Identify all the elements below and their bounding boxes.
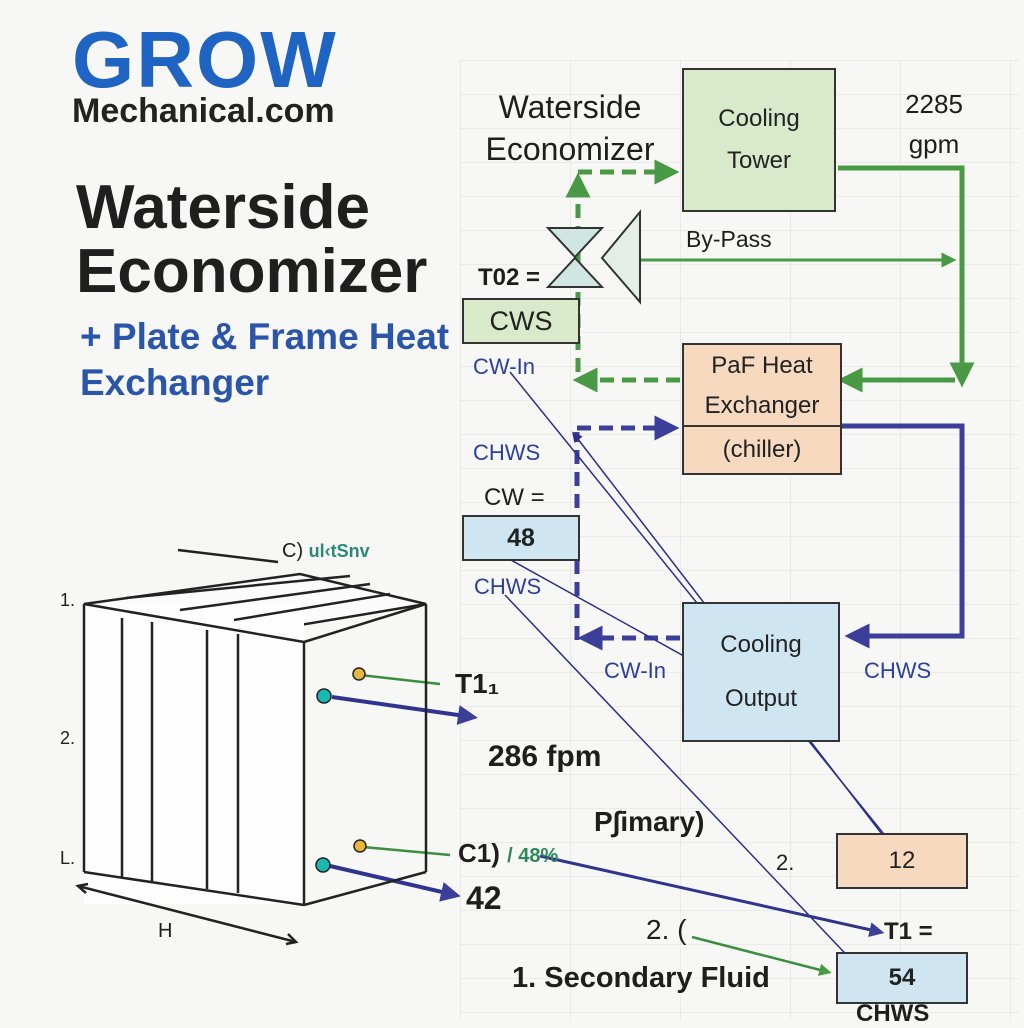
cw-label: CW = (484, 484, 545, 511)
cw-in-bottom-label: CW-In (604, 658, 666, 683)
chiller-box[interactable]: (chiller) (682, 425, 842, 475)
pointer-chws-to-54 (504, 594, 881, 991)
cooling-tower-box[interactable]: Cooling Tower (682, 68, 836, 212)
cooling-output-label-2: Output (724, 685, 798, 712)
port-dot-bottom-teal (315, 857, 331, 873)
cooling-tower-label: Cooling Tower (718, 105, 800, 174)
connector-48-to-t1 (539, 854, 885, 938)
number-2-label: 2. (776, 850, 795, 875)
t1-label: T1 = (884, 918, 933, 945)
hx-label-2: Exchanger (704, 392, 820, 419)
value-42-label: 42 (466, 880, 502, 916)
port-dot-top-teal (316, 688, 332, 704)
c1-label: C1) / 48% (458, 838, 558, 869)
hx-dimension-h: H (158, 920, 173, 942)
hx-left-label-1: 1. (60, 590, 76, 610)
bypass-label: By-Pass (686, 226, 772, 252)
value-12: 12 (888, 847, 916, 874)
connector-t11-green (359, 673, 441, 686)
connector-c1-green (362, 845, 451, 857)
c1-label-green: / 48% (507, 845, 559, 867)
hx-top-label: C) ul‹tSnv (282, 540, 370, 563)
plate-frame-exchanger-icon (75, 548, 428, 946)
chws-bottom-label: CHWS (856, 1000, 930, 1027)
value-54-box[interactable]: 54 (836, 952, 968, 1004)
value-54: 54 (888, 964, 916, 991)
chws-label-2: CHWS (474, 574, 542, 599)
brand-site[interactable]: Mechanical.com (72, 92, 335, 130)
hx-left-label-l: L. (60, 848, 76, 868)
cooling-output-label-1: Cooling (720, 631, 802, 658)
cw-in-top-label: CW-In (473, 354, 535, 379)
economizer-section-label: Waterside Economizer (485, 89, 655, 167)
hx-left-label-2: 2. (60, 728, 76, 748)
t11-label: T1₁ (455, 668, 500, 699)
port-dot-top-orange (352, 667, 366, 681)
flow-rate-label: 2285 gpm (905, 89, 963, 159)
cw-value-box[interactable]: 48 (462, 515, 580, 561)
chws-label-1: CHWS (473, 440, 541, 465)
cooling-output-box[interactable]: Cooling Output (682, 602, 840, 742)
hx-label-3: (chiller) (722, 436, 802, 463)
port-dot-bottom-orange (353, 839, 367, 853)
value-12-box[interactable]: 12 (836, 833, 968, 889)
c1-label-dark: C1) (458, 838, 508, 868)
connector-2-to-54 (691, 935, 832, 976)
hx-label-1: PaF Heat (711, 352, 813, 379)
flow-fpm-label: 286 fpm (488, 740, 602, 773)
cws-value: CWS (489, 305, 553, 336)
connector-t11-navy (331, 695, 478, 725)
hx-top-label-dark: C) (282, 540, 309, 562)
t02-label: T02 = (478, 264, 541, 291)
secondary-fluid-label: 1. Secondary Fluid (512, 962, 770, 994)
valve-icon (545, 209, 641, 305)
heat-exchanger-box[interactable]: PaF Heat Exchanger (682, 343, 842, 427)
brand-logo[interactable]: GROW (72, 15, 338, 104)
navy-hx-outlet (838, 423, 965, 649)
two-paren-label: 2. ( (646, 914, 687, 945)
primary-label: P∫imary) (594, 806, 705, 837)
page-subtitle: + Plate & Frame Heat Exchanger (80, 316, 450, 403)
cws-box[interactable]: CWS (462, 298, 580, 344)
page-title: Waterside Economizer (76, 173, 428, 306)
chws-right-label: CHWS (864, 658, 932, 683)
hx-top-label-green: ul‹tSnv (308, 541, 370, 561)
cw-value: 48 (507, 523, 535, 552)
green-supply-line (838, 165, 975, 388)
